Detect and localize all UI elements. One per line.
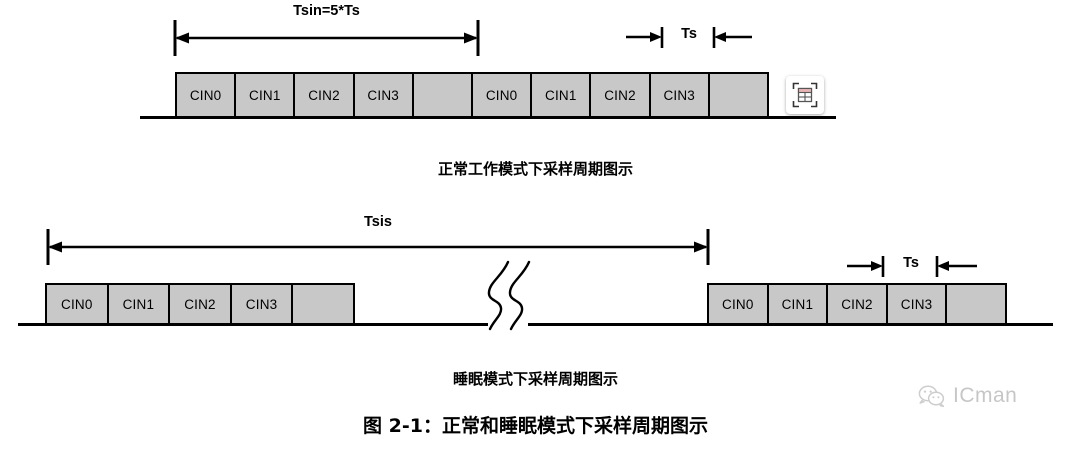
- figure-title: 图 2-1：正常和睡眠模式下采样周期图示: [363, 415, 708, 437]
- timing-sleep-left-cell-2: CIN2: [170, 285, 232, 323]
- ts-dimension-marker-sleep: [847, 256, 977, 277]
- timing-normal-cell-8: CIN3: [650, 74, 710, 116]
- caption-sleep-mode: 睡眠模式下采样周期图示: [452, 370, 618, 388]
- table-extract-icon[interactable]: [786, 76, 824, 114]
- timing-normal-cell-1: CIN1: [236, 74, 296, 116]
- tsis-dimension-line: [46, 229, 710, 265]
- squiggle-break-icon: [487, 260, 531, 331]
- ts-dimension-label-sleep: Ts: [903, 255, 919, 271]
- timing-sleep-left-cell-1: CIN1: [108, 285, 171, 323]
- watermark: ICman: [918, 383, 1017, 409]
- timing-sleep-left-cell-3: CIN3: [231, 285, 294, 323]
- timing-normal-cell-6: CIN1: [532, 74, 592, 116]
- ts-dimension-label-normal: Ts: [681, 26, 697, 42]
- timing-normal-cell-9: [709, 74, 768, 116]
- tsin-dimension-line: [173, 20, 480, 56]
- timing-normal-cell-4: [413, 74, 474, 116]
- tsis-dimension-label: Tsis: [364, 214, 392, 230]
- timing-normal-cell-5: CIN0: [473, 74, 533, 116]
- timing-normal-cell-3: CIN3: [354, 74, 414, 116]
- timing-sleep-right-cell-0: CIN0: [709, 285, 769, 323]
- ts-dimension-marker-normal: [626, 27, 752, 48]
- wechat-logo-icon: [918, 385, 945, 408]
- table-extract-icon-glyph: [792, 82, 818, 108]
- timing-normal-cell-7: CIN2: [591, 74, 651, 116]
- timing-normal-cell-2: CIN2: [295, 74, 355, 116]
- watermark-text: ICman: [953, 384, 1018, 407]
- caption-normal-mode: 正常工作模式下采样周期图示: [437, 160, 633, 178]
- timing-normal-cell-0: CIN0: [177, 74, 237, 116]
- timing-sleep-left-cell-0: CIN0: [47, 285, 109, 323]
- timing-sleep-right-cell-3: CIN3: [887, 285, 948, 323]
- timing-sleep-right-cell-4: [947, 285, 1005, 323]
- timing-sleep-left-cell-4: [293, 285, 353, 323]
- timing-sleep-right-cell-2: CIN2: [828, 285, 888, 323]
- tsin-dimension-label: Tsin=5*Ts: [293, 3, 360, 19]
- timing-sleep-right-cell-1: CIN1: [768, 285, 829, 323]
